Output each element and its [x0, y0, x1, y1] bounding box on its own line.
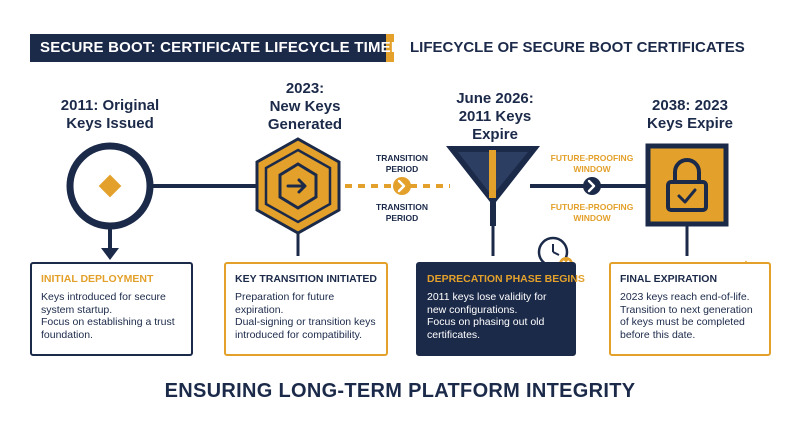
- milestone-1-title: 2011: Original Keys Issued: [60, 97, 160, 132]
- funnel-icon: [446, 146, 540, 256]
- hexagon-arrow-icon: [255, 137, 341, 256]
- future-label-bottom: FUTURE-PROOFING WINDOW: [550, 202, 634, 223]
- target-diamond-icon: [66, 142, 154, 260]
- info-box-key-transition: KEY TRANSITION INITIATED Preparation for…: [224, 262, 388, 356]
- box-body: Keys introduced for secure system startu…: [41, 291, 183, 341]
- box-title: DEPRECATION PHASE BEGINS: [427, 273, 585, 285]
- box-title: INITIAL DEPLOYMENT: [41, 273, 154, 285]
- page-title: SECURE BOOT: CERTIFICATE LIFECYCLE TIMEL…: [40, 39, 426, 56]
- box-line: Preparation for future expiration.: [235, 291, 335, 316]
- box-title: FINAL EXPIRATION: [620, 273, 718, 285]
- box-line: 2023 keys reach end-of-life.: [620, 291, 750, 303]
- box-line: Focus on phasing out old certificates.: [427, 316, 545, 341]
- box-body: 2023 keys reach end-of-life. Transition …: [620, 291, 761, 341]
- box-line: Transition to next generation of keys mu…: [620, 303, 753, 341]
- info-box-final-expiration: FINAL EXPIRATION 2023 keys reach end-of-…: [609, 262, 771, 356]
- info-box-initial-deployment: INITIAL DEPLOYMENT Keys introduced for s…: [30, 262, 193, 356]
- box-line: Dual-signing or transition keys introduc…: [235, 316, 376, 341]
- transition-label-top: TRANSITION PERIOD: [376, 153, 428, 174]
- box-title: KEY TRANSITION INITIATED: [235, 273, 377, 285]
- transition-arrow-icon: [393, 177, 411, 195]
- transition-label-bottom: TRANSITION PERIOD: [376, 202, 428, 223]
- milestone-2-title: 2023: New Keys Generated: [267, 80, 343, 133]
- box-body: Preparation for future expiration. Dual-…: [235, 291, 378, 341]
- header-bar: [30, 34, 394, 62]
- future-arrow-icon: [583, 177, 601, 195]
- box-body: 2011 keys lose validity for new configur…: [427, 291, 566, 341]
- box-line: Focus on establishing a trust foundation…: [41, 316, 175, 341]
- padlock-icon: [645, 143, 729, 256]
- page-subtitle: LIFECYCLE OF SECURE BOOT CERTIFICATES: [410, 39, 745, 56]
- box-line: 2011 keys lose validity for new configur…: [427, 291, 547, 316]
- milestone-4-title: 2038: 2023 Keys Expire: [647, 97, 733, 132]
- milestone-3-title: June 2026: 2011 Keys Expire: [456, 90, 534, 143]
- footer-tagline: ENSURING LONG-TERM PLATFORM INTEGRITY: [164, 380, 636, 402]
- future-label-top: FUTURE-PROOFING WINDOW: [550, 153, 634, 174]
- box-line: Keys introduced for secure system startu…: [41, 291, 166, 316]
- info-box-deprecation: DEPRECATION PHASE BEGINS 2011 keys lose …: [416, 262, 585, 356]
